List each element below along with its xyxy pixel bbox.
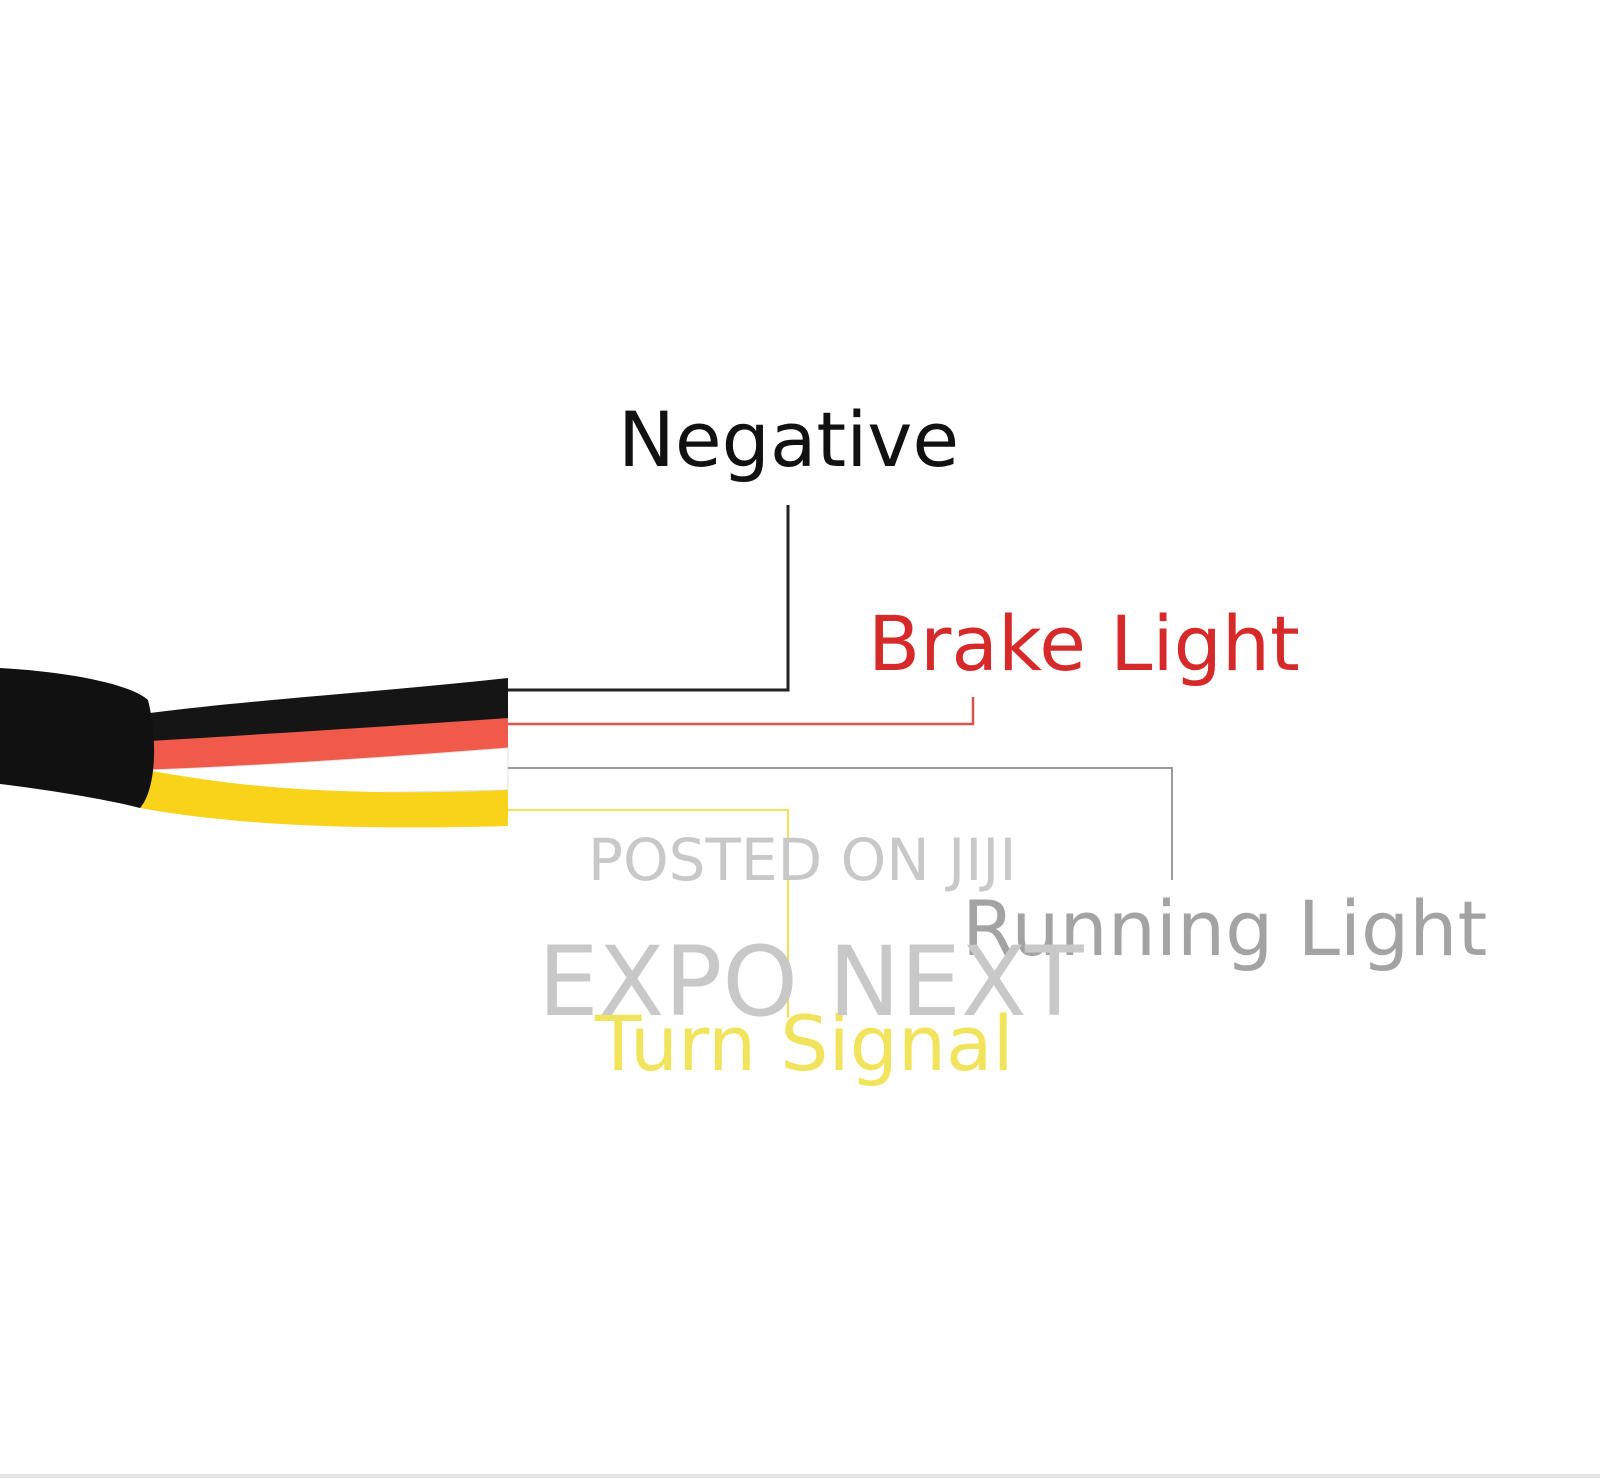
- brake-light-label: Brake Light: [868, 599, 1300, 688]
- watermark-seller-name: EXPO NEXT: [538, 926, 1084, 1038]
- turn-signal-label: Turn Signal: [594, 999, 1014, 1088]
- wire-black: [150, 678, 508, 750]
- turn-signal-leader-line: [508, 809, 789, 1018]
- negative-leader-line: [508, 505, 790, 692]
- leader-lines: [508, 505, 1173, 1018]
- bottom-divider: [0, 1474, 1600, 1478]
- wire-red: [150, 718, 508, 780]
- brake-light-leader-line: [508, 697, 975, 726]
- negative-label: Negative: [618, 395, 959, 484]
- cable: [0, 668, 509, 828]
- wire-yellow: [140, 770, 508, 828]
- running-light-leader-line: [508, 767, 1173, 880]
- cable-jacket: [0, 668, 155, 808]
- running-light-label: Running Light: [962, 884, 1487, 973]
- watermark-posted-on: POSTED ON JIJI: [588, 826, 1017, 894]
